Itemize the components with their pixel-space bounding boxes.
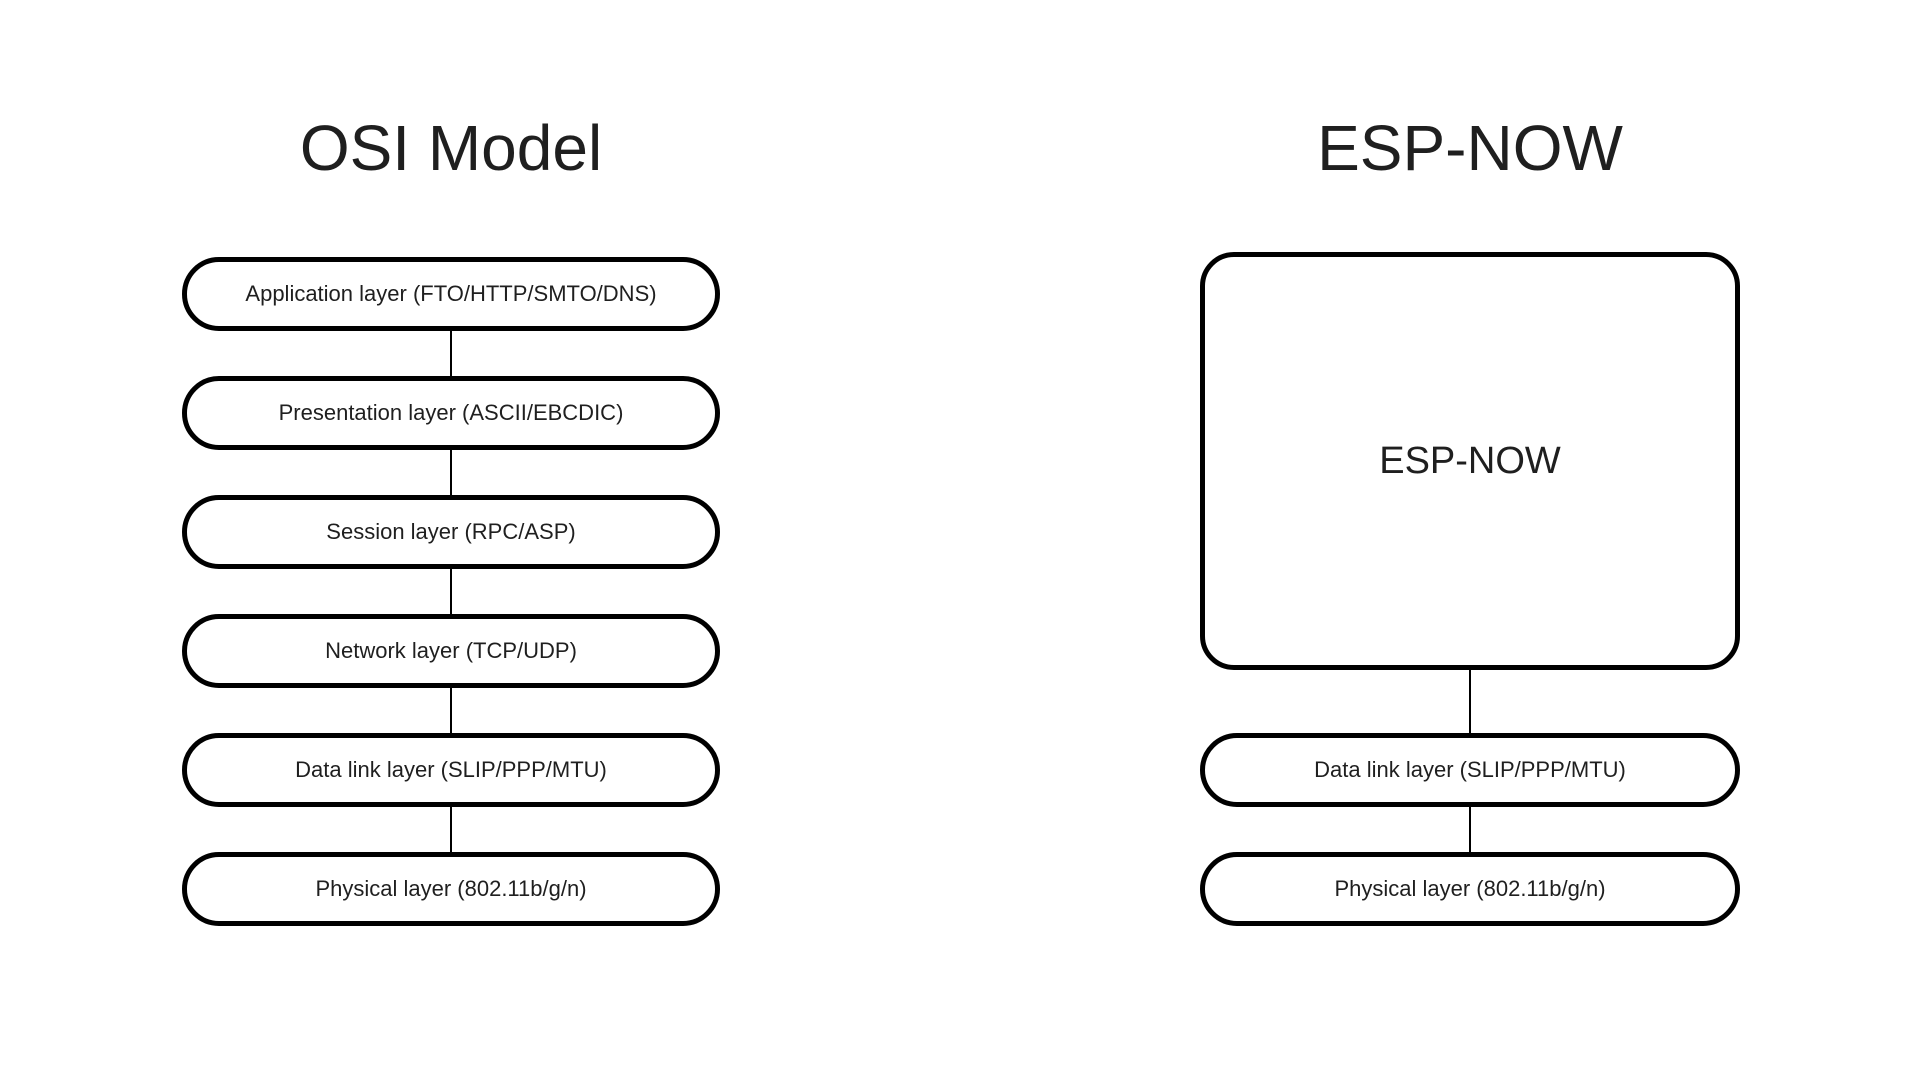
osi-layer-session: Session layer (RPC/ASP): [182, 495, 720, 569]
connector-line: [450, 450, 452, 495]
connector-line: [450, 331, 452, 376]
connector-line: [1469, 670, 1471, 733]
connector-line: [450, 807, 452, 852]
espnow-layer-physical: Physical layer (802.11b/g/n): [1200, 852, 1740, 926]
connector-line: [450, 688, 452, 733]
osi-model-title: OSI Model: [299, 112, 603, 184]
osi-layer-network: Network layer (TCP/UDP): [182, 614, 720, 688]
espnow-layer-datalink: Data link layer (SLIP/PPP/MTU): [1200, 733, 1740, 807]
osi-layer-physical: Physical layer (802.11b/g/n): [182, 852, 720, 926]
connector-line: [450, 569, 452, 614]
osi-layer-datalink: Data link layer (SLIP/PPP/MTU): [182, 733, 720, 807]
osi-layer-presentation: Presentation layer (ASCII/EBCDIC): [182, 376, 720, 450]
osi-layer-application: Application layer (FTO/HTTP/SMTO/DNS): [182, 257, 720, 331]
esp-now-box: ESP-NOW: [1200, 252, 1740, 670]
connector-line: [1469, 807, 1471, 852]
esp-now-title: ESP-NOW: [1317, 112, 1623, 184]
